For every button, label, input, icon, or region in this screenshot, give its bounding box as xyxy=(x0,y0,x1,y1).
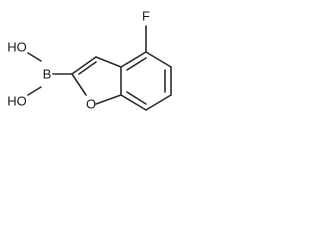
bond-c3a-c4 xyxy=(120,51,147,68)
bond-c7-c7a-inner xyxy=(126,91,147,105)
bond-c4-c5 xyxy=(145,51,172,68)
bond-c6-c7 xyxy=(145,94,172,111)
bond-ho-top-b xyxy=(27,52,42,62)
bond-c3a-c4-inner xyxy=(126,57,147,71)
bond-c2-c3-inner xyxy=(78,61,97,75)
atom-label-fluorine: F xyxy=(142,9,150,24)
atom-label-hydroxyl-top: HO xyxy=(7,40,27,55)
bond-c2-c3 xyxy=(71,56,97,75)
atom-label-hydroxyl-bottom: HO xyxy=(7,94,27,109)
atom-label-ring-oxygen: O xyxy=(86,97,96,112)
bond-c2-o1 xyxy=(71,73,87,96)
bond-c3-c3a xyxy=(95,56,122,68)
chemical-structure-diagram: F B HO HO O xyxy=(7,9,172,112)
bond-ho-bottom-b xyxy=(27,86,42,96)
bond-c7-c7a xyxy=(120,94,147,111)
atom-label-boron: B xyxy=(43,67,52,82)
bond-o1-c7a xyxy=(95,94,122,105)
